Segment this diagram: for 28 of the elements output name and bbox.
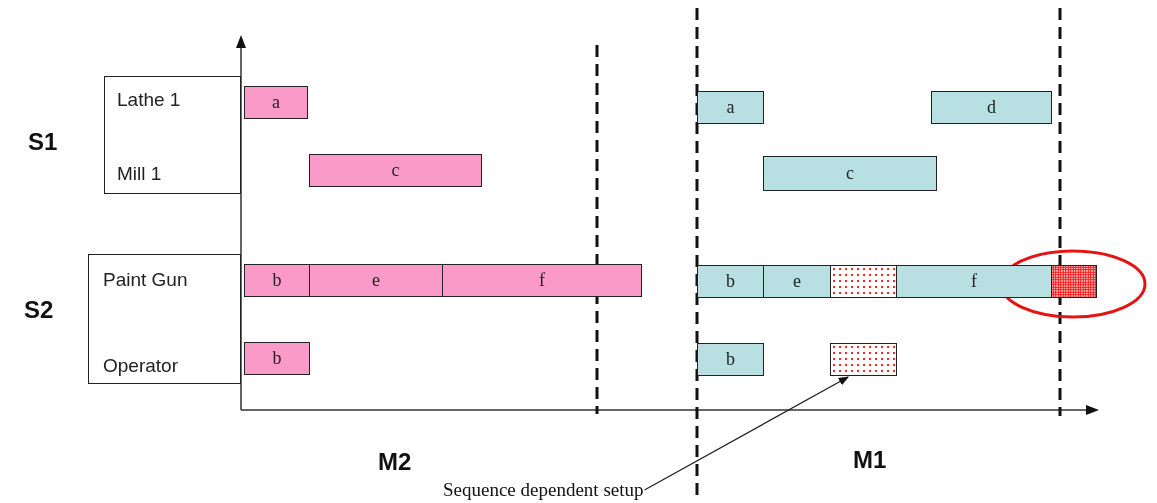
setup-block <box>830 265 897 298</box>
setup-block <box>830 343 897 376</box>
stage-label: S1 <box>28 128 58 156</box>
machine-label: M2 <box>378 448 412 476</box>
task-bar: f <box>896 265 1052 298</box>
resource-label: Operator <box>103 355 178 377</box>
task-bar: a <box>244 86 308 119</box>
annotation-text: Sequence dependent setup <box>443 478 644 502</box>
resource-box <box>104 76 241 194</box>
task-bar: b <box>697 343 764 376</box>
task-bar: c <box>763 156 937 191</box>
setup-block <box>1051 265 1097 298</box>
task-bar: b <box>244 342 310 375</box>
resource-label: Mill 1 <box>117 163 162 185</box>
task-bar: b <box>244 264 310 297</box>
resource-box <box>88 254 241 384</box>
task-bar: e <box>763 265 831 298</box>
resource-label: Lathe 1 <box>117 89 181 111</box>
task-bar: f <box>442 264 642 297</box>
leader-line <box>643 376 849 491</box>
resource-label: Paint Gun <box>103 269 188 291</box>
task-bar: d <box>931 91 1052 124</box>
task-bar: b <box>697 265 764 298</box>
task-bar: a <box>697 91 764 124</box>
stage-label: S2 <box>24 296 54 324</box>
task-bar: e <box>309 264 443 297</box>
machine-label: M1 <box>853 446 887 474</box>
task-bar: c <box>309 154 482 187</box>
